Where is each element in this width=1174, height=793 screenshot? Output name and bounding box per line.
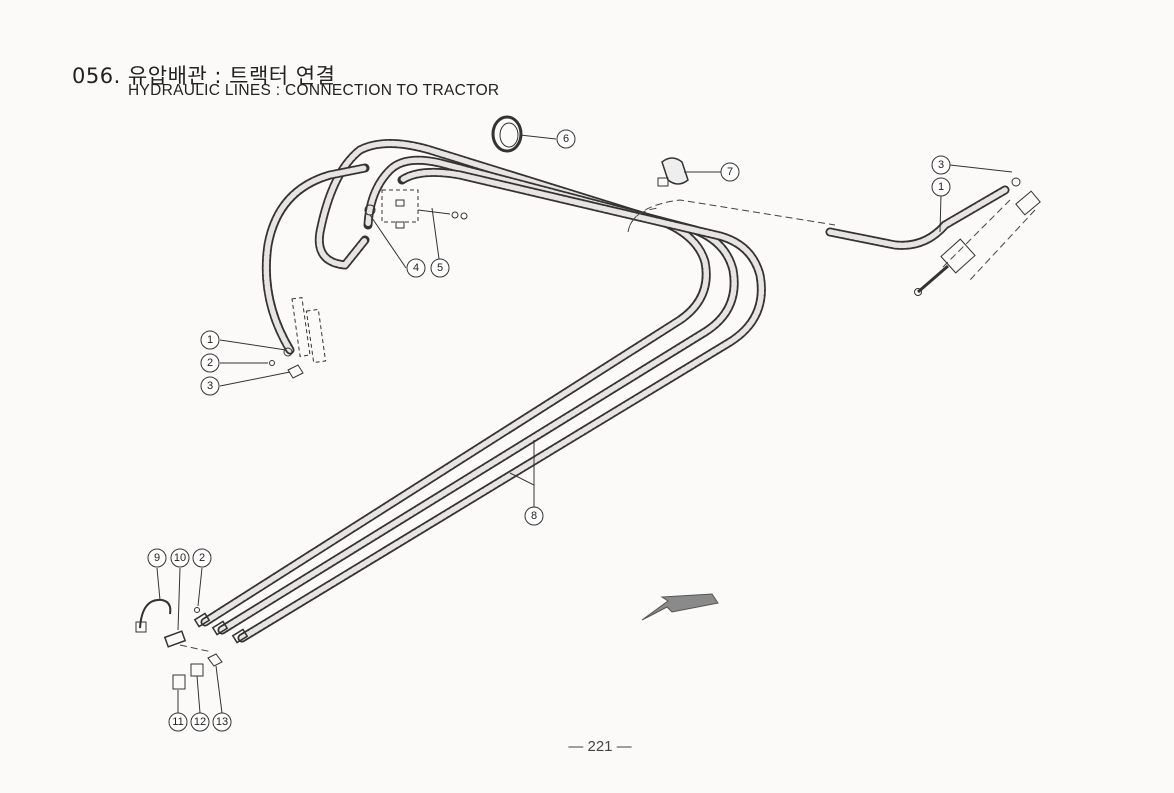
center-valve-block <box>364 189 468 229</box>
svg-text:6: 6 <box>563 133 569 145</box>
callout-13: 13 <box>212 712 232 732</box>
callout-12: 12 <box>190 712 210 732</box>
quick-coupler-parts <box>135 598 223 690</box>
hose-clip <box>657 157 689 187</box>
hose-line-left <box>261 163 370 355</box>
callout-7: 7 <box>720 162 740 182</box>
cylinder-outline-dashed <box>939 199 1036 281</box>
hose-end-fittings <box>193 612 249 644</box>
callout-8: 8 <box>524 506 544 526</box>
svg-text:2: 2 <box>207 357 213 369</box>
hose-line-right <box>825 185 1010 250</box>
callout-10: 10 <box>170 548 190 568</box>
hose-line-a <box>200 139 711 627</box>
callout-1-right: 1 <box>931 177 951 197</box>
svg-text:4: 4 <box>413 262 419 274</box>
callout-3-left: 3 <box>200 376 220 396</box>
callout-3-right: 3 <box>931 155 951 175</box>
hidden-routing-line-2 <box>627 207 661 233</box>
svg-text:3: 3 <box>207 380 213 392</box>
svg-text:12: 12 <box>194 716 206 728</box>
svg-text:3: 3 <box>938 159 944 171</box>
direction-arrow-icon <box>641 593 719 621</box>
callout-2-bottom: 2 <box>192 548 212 568</box>
svg-text:1: 1 <box>938 181 944 193</box>
svg-text:2: 2 <box>199 552 205 564</box>
svg-text:8: 8 <box>531 510 537 522</box>
page-title-korean: 056. 유압배관 : 트랙터 연결 <box>72 64 336 88</box>
page-title-english: HYDRAULIC LINES : CONNECTION TO TRACTOR <box>128 82 500 99</box>
callout-6: 6 <box>556 129 576 149</box>
svg-text:5: 5 <box>437 262 443 274</box>
hose-clamp-ring <box>491 115 523 153</box>
callout-9: 9 <box>147 548 167 568</box>
hose-line-c <box>237 167 766 643</box>
svg-text:7: 7 <box>727 166 733 178</box>
leader-lines <box>156 134 1013 714</box>
svg-text:9: 9 <box>154 552 160 564</box>
page-number: — 221 — <box>568 738 632 755</box>
callout-1-left: 1 <box>200 330 220 350</box>
left-fitting-block <box>269 297 327 379</box>
svg-text:1: 1 <box>207 334 213 346</box>
callout-11: 11 <box>168 712 188 732</box>
svg-text:11: 11 <box>172 716 183 728</box>
callout-2-left: 2 <box>200 353 220 373</box>
svg-text:10: 10 <box>174 552 186 564</box>
svg-text:13: 13 <box>216 716 228 728</box>
callout-5: 5 <box>430 258 450 278</box>
callout-4: 4 <box>406 258 426 278</box>
hydraulic-cylinder-right <box>914 177 1041 296</box>
